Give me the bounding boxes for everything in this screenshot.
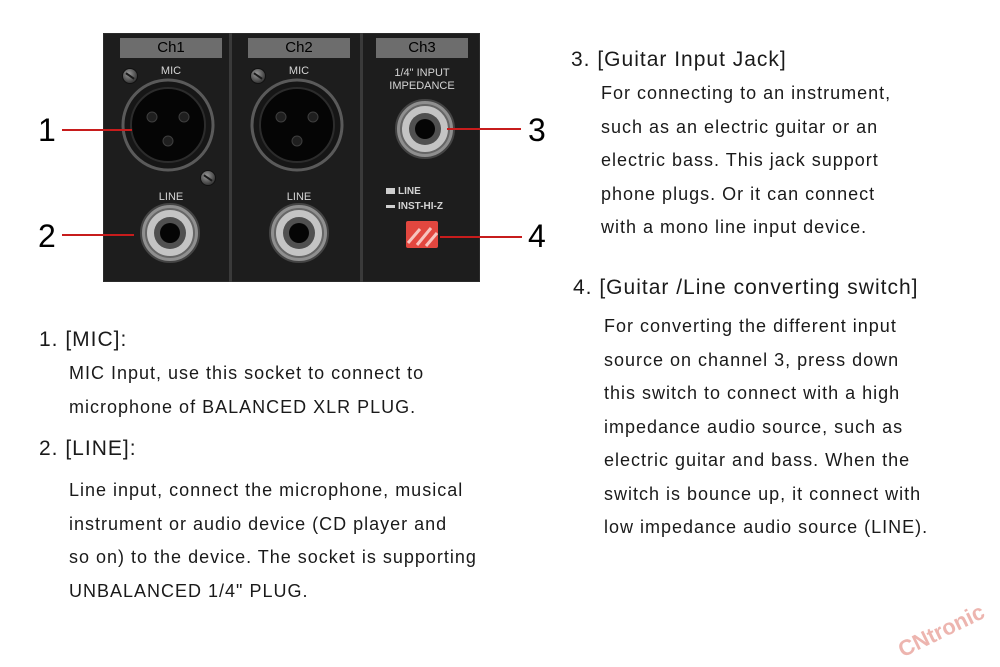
callout-number-1: 1 xyxy=(38,112,56,148)
mic-description: MIC Input, use this socket to connect to… xyxy=(69,363,425,417)
quarter-inch-jack-icon xyxy=(140,203,200,263)
cntronic-watermark-logo: CNtronic xyxy=(894,598,989,663)
switch-section-title: 4. [Guitar /Line converting switch] xyxy=(573,276,919,299)
mixer-panel-photo: Ch1 Ch2 Ch3 MIC LINE MIC LINE 1/4" INPUT… xyxy=(103,33,480,282)
switch-inst-label: INST-HI-Z xyxy=(386,201,443,212)
mic-section-title: 1. [MIC]: xyxy=(39,328,128,351)
leader-line-1 xyxy=(62,129,132,131)
guitar-input-jack-icon xyxy=(395,99,455,159)
switch-down-icon xyxy=(386,204,395,208)
leader-line-4 xyxy=(440,236,522,238)
channel-label-ch2: Ch2 xyxy=(248,38,350,58)
channel-divider xyxy=(360,33,363,282)
line-description: Line input, connect the microphone, musi… xyxy=(69,480,477,601)
line-label: LINE xyxy=(158,191,184,203)
channel-divider xyxy=(229,33,232,282)
callout-number-2: 2 xyxy=(38,218,56,254)
channel-label-ch3: Ch3 xyxy=(376,38,468,58)
quarter-inch-jack-icon xyxy=(269,203,329,263)
mic-label: MIC xyxy=(288,65,310,77)
input-impedance-label-line2: IMPEDANCE xyxy=(389,80,455,92)
screw-icon xyxy=(250,68,266,84)
switch-line-label: LINE xyxy=(386,186,421,197)
callout-number-4: 4 xyxy=(528,218,546,254)
line-label: LINE xyxy=(286,191,312,203)
guitar-line-switch[interactable] xyxy=(406,221,438,248)
switch-stripes-icon xyxy=(406,227,438,247)
xlr-socket-icon xyxy=(250,78,344,172)
guitar-jack-section-title: 3. [Guitar Input Jack] xyxy=(571,48,787,71)
xlr-socket-icon xyxy=(121,78,215,172)
switch-description: For converting the different input sourc… xyxy=(604,316,929,537)
screw-icon xyxy=(122,68,138,84)
channel-label-ch1: Ch1 xyxy=(120,38,222,58)
mic-label: MIC xyxy=(160,65,182,77)
guitar-jack-description: For connecting to an instrument, such as… xyxy=(601,83,892,237)
input-impedance-label-line1: 1/4" INPUT xyxy=(394,67,450,79)
leader-line-3 xyxy=(447,128,521,130)
screw-icon xyxy=(200,170,216,186)
switch-up-icon xyxy=(386,188,395,194)
line-section-title: 2. [LINE]: xyxy=(39,437,137,460)
leader-line-2 xyxy=(62,234,134,236)
callout-number-3: 3 xyxy=(528,112,546,148)
